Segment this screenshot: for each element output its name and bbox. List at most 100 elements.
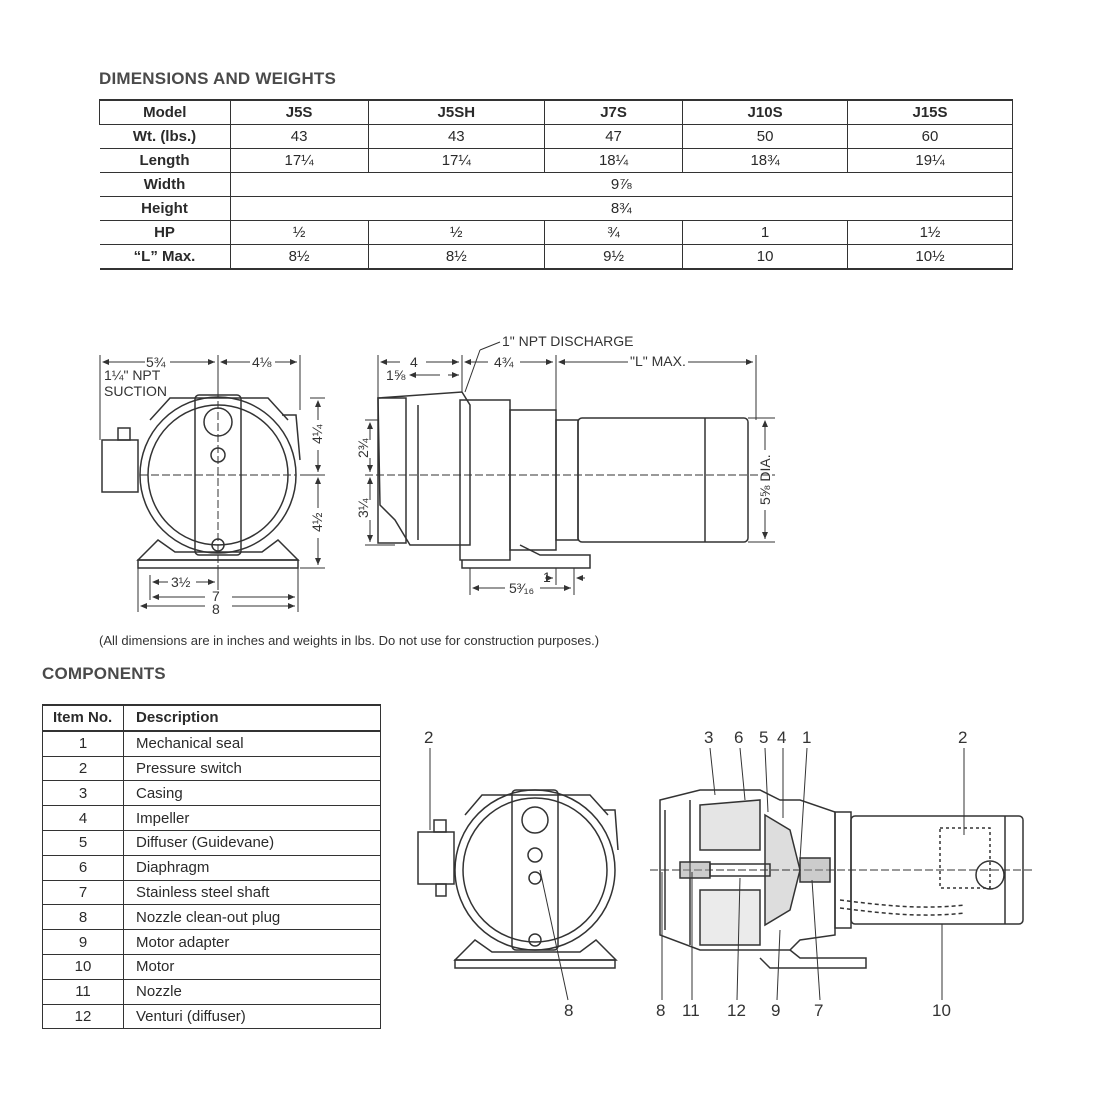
- dim-label: 4: [410, 354, 418, 370]
- item-description: Diffuser (Guidevane): [123, 829, 381, 856]
- item-number: 3: [42, 780, 124, 807]
- item-description: Stainless steel shaft: [123, 879, 381, 906]
- side-view-drawing: [365, 391, 775, 569]
- item-number: 7: [42, 879, 124, 906]
- front-view-dimensions: [99, 355, 325, 612]
- callout-number: 8: [564, 1001, 573, 1020]
- dim-label: 7: [212, 588, 220, 604]
- callout-number: 9: [771, 1001, 780, 1020]
- table-header-row: Item No. Description: [42, 704, 381, 732]
- callout-number: 7: [814, 1001, 823, 1020]
- dim-label: 3¼: [355, 498, 371, 518]
- callout-number: 12: [727, 1001, 746, 1020]
- callout-number: 11: [682, 1001, 700, 1020]
- callout-number: 3: [704, 728, 713, 747]
- callout-number: 1: [802, 728, 811, 747]
- front-view-labels: 5¾ 4⅛ 1¼" NPT SUCTION 4¼ 4½ 3½ 7 8: [104, 354, 325, 617]
- callout-number: 2: [424, 728, 433, 747]
- callout-numbers: 2 8 3 6 5 4 1 2 8 11 12 9 7 10: [424, 728, 967, 1020]
- row-label: Wt. (lbs.): [99, 124, 231, 149]
- callout-leaders: [429, 747, 965, 1001]
- suction-label: 1¼" NPT: [104, 367, 161, 383]
- item-description: Casing: [123, 780, 381, 807]
- row-label: HP: [99, 220, 231, 245]
- row-label: Width: [99, 172, 231, 197]
- dimensions-table: Model J5S J5SH J7S J10S J15S Wt. (lbs.) …: [99, 99, 1013, 270]
- dim-label: 4½: [309, 512, 325, 532]
- table-cell: 8¾: [229, 196, 1013, 221]
- table-cell: 1: [682, 220, 849, 245]
- table-row: Length 17¼ 17¼ 18¼ 18¾ 19¼: [99, 148, 1013, 173]
- table-cell: 43: [229, 124, 369, 149]
- table-cell: 17¼: [229, 148, 369, 173]
- table-cell: ½: [367, 220, 545, 245]
- callout-number: 4: [777, 728, 786, 747]
- table-cell: 50: [682, 124, 849, 149]
- table-row: Wt. (lbs.) 43 43 47 50 60: [99, 124, 1013, 149]
- column-header: J7S: [543, 99, 684, 125]
- dim-label: 4¼: [309, 424, 325, 444]
- dim-label: 3½: [171, 574, 191, 590]
- item-number: 1: [42, 730, 124, 757]
- item-number: 6: [42, 854, 124, 881]
- components-heading: COMPONENTS: [42, 664, 166, 683]
- column-header: J5S: [229, 99, 369, 125]
- component-front-drawing: [417, 789, 619, 1001]
- discharge-label: 1" NPT DISCHARGE: [502, 333, 634, 349]
- callout-number: 2: [958, 728, 967, 747]
- row-label: “L” Max.: [99, 244, 231, 270]
- item-number: 12: [42, 1003, 124, 1030]
- table-cell: 43: [367, 124, 545, 149]
- item-description: Mechanical seal: [123, 730, 381, 757]
- table-header-row: Model J5S J5SH J7S J10S J15S: [99, 99, 1013, 125]
- item-description: Motor: [123, 953, 381, 980]
- item-description: Diaphragm: [123, 854, 381, 881]
- dimensions-heading: DIMENSIONS AND WEIGHTS: [99, 69, 337, 88]
- dim-label: 4⅛: [252, 354, 272, 370]
- column-header: J5SH: [367, 99, 545, 125]
- table-cell: 9½: [543, 244, 684, 270]
- item-description: Nozzle: [123, 978, 381, 1005]
- item-description: Motor adapter: [123, 929, 381, 955]
- table-cell: 8½: [229, 244, 369, 270]
- item-description: Pressure switch: [123, 755, 381, 782]
- item-description: Impeller: [123, 805, 381, 831]
- component-cutaway-drawing: [650, 789, 1035, 969]
- item-description: Venturi (diffuser): [123, 1003, 381, 1030]
- callout-number: 6: [734, 728, 743, 747]
- table-cell: 10½: [847, 244, 1013, 270]
- table-row: Width 9⅞: [99, 172, 1013, 197]
- table-cell: 8½: [367, 244, 545, 270]
- dim-label: 2¾: [355, 438, 371, 458]
- table-cell: 17¼: [367, 148, 545, 173]
- table-cell: ¾: [543, 220, 684, 245]
- side-view-dimensions: [365, 341, 775, 595]
- item-number: 5: [42, 829, 124, 856]
- dimensions-note: (All dimensions are in inches and weight…: [99, 633, 600, 648]
- column-header: Description: [123, 704, 381, 732]
- row-label: Length: [99, 148, 231, 173]
- item-number: 11: [42, 978, 124, 1005]
- dim-label: 5¾: [146, 354, 166, 370]
- lmax-label: "L" MAX.: [630, 353, 686, 369]
- table-row: “L” Max. 8½ 8½ 9½ 10 10½: [99, 244, 1013, 270]
- item-description: Nozzle clean-out plug: [123, 904, 381, 931]
- dim-label: 5³⁄₁₆: [509, 580, 534, 596]
- column-header: Item No.: [42, 704, 124, 732]
- table-cell: 10: [682, 244, 849, 270]
- front-view-drawing: [101, 390, 301, 575]
- dim-label: 8: [212, 601, 220, 617]
- callout-number: 5: [759, 728, 768, 747]
- column-header: Model: [99, 99, 231, 125]
